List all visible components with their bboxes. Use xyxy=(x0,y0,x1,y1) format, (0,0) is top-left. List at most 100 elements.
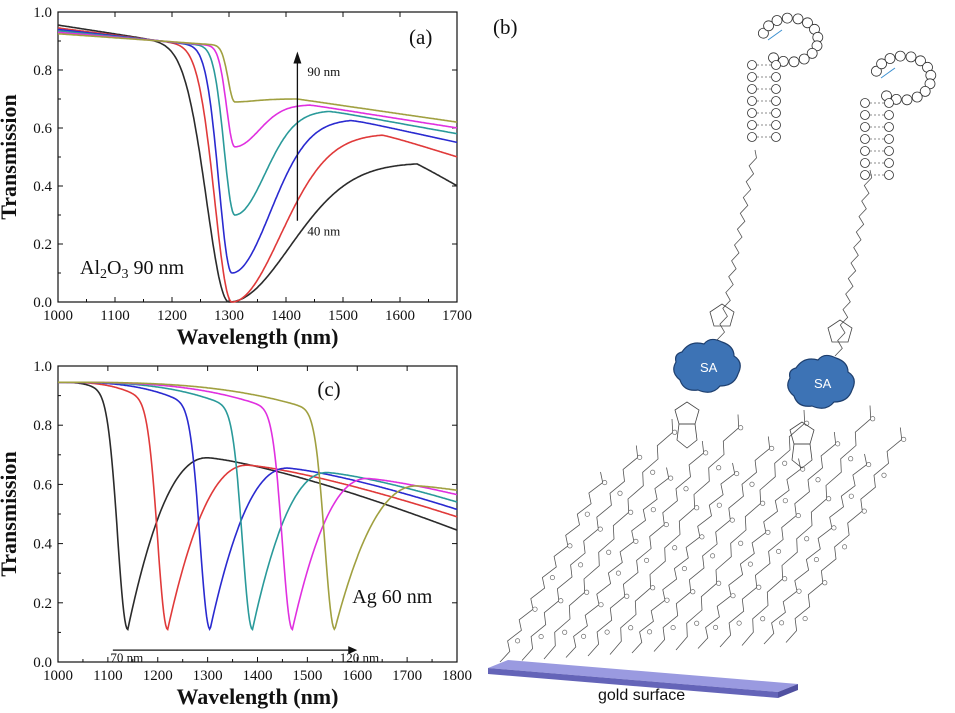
linker-chain xyxy=(716,149,757,341)
peg-chain xyxy=(499,471,604,663)
chart-a-series-1-line xyxy=(57,24,458,303)
chart-c-panel-label: (c) xyxy=(317,377,340,401)
oxygen-atom xyxy=(644,557,650,563)
oxygen-atom xyxy=(647,629,653,635)
aptamer-linkers xyxy=(709,149,873,357)
oxygen-atom xyxy=(831,525,837,531)
oxygen-atom xyxy=(699,534,705,540)
oxygen-atom xyxy=(538,634,544,640)
oxygen-atom xyxy=(578,562,584,568)
nucleotide xyxy=(860,98,870,108)
tertiary-bond xyxy=(880,67,896,79)
nucleotide xyxy=(860,134,870,144)
nucleotide xyxy=(747,72,757,82)
nucleotide xyxy=(763,20,774,32)
oxygen-atom xyxy=(584,589,590,595)
oxygen-atom xyxy=(668,475,674,481)
oxygen-atom xyxy=(749,481,755,487)
a-y-tick-label: 0.6 xyxy=(33,121,52,137)
oxygen-atom xyxy=(617,490,623,496)
peg-chain xyxy=(565,467,670,658)
streptavidin-right: SA xyxy=(787,354,855,409)
nucleotide xyxy=(771,96,781,106)
nucleotide xyxy=(871,65,882,77)
a-x-tick-label: 1000 xyxy=(43,308,73,324)
chart-a-material-label: Al2O3 90 nm xyxy=(80,257,184,282)
peg-chain xyxy=(653,436,771,652)
biotin-ring-upper xyxy=(827,319,853,343)
c-y-tick-label: 0.4 xyxy=(33,537,52,553)
nucleotide xyxy=(798,53,810,65)
gold-surface-side xyxy=(778,684,798,698)
a-y-tick-label: 0.8 xyxy=(33,63,52,79)
oxygen-atom xyxy=(681,566,687,572)
nucleotide xyxy=(792,13,804,25)
a-x-tick-label: 1100 xyxy=(100,308,129,324)
oxygen-atom xyxy=(694,620,700,626)
oxygen-atom xyxy=(515,638,521,644)
nucleotide xyxy=(860,110,870,120)
oxygen-atom xyxy=(628,625,634,631)
peg-chain xyxy=(543,418,674,660)
oxygen-atom xyxy=(716,502,722,508)
oxygen-atom xyxy=(901,436,907,442)
nucleotide xyxy=(771,108,781,118)
oxygen-atom xyxy=(650,585,656,591)
oxygen-atom xyxy=(650,469,656,475)
nucleotide xyxy=(788,56,800,68)
peg-chain xyxy=(587,440,705,657)
chart-c-arrow-head xyxy=(348,646,358,655)
oxygen-atom xyxy=(558,598,564,604)
nucleotide xyxy=(747,108,757,118)
oxygen-atom xyxy=(796,588,802,594)
oxygen-atom xyxy=(672,429,678,435)
nucleotide xyxy=(901,94,913,106)
nucleotide xyxy=(802,17,813,29)
gold-surface-label: gold surface xyxy=(598,687,685,704)
oxygen-atom xyxy=(729,517,735,523)
chart-c-x-axis-label: Wavelength (nm) xyxy=(177,684,339,709)
chart-c-y-axis-label: Transmission xyxy=(0,451,21,577)
peg-chain xyxy=(785,427,903,643)
chart-c-arrow-left-label: 70 nm xyxy=(110,650,143,665)
oxygen-atom xyxy=(760,500,766,506)
a-x-tick-label: 1400 xyxy=(271,308,301,324)
nucleotide xyxy=(771,15,783,26)
oxygen-atom xyxy=(628,509,634,515)
nucleotide xyxy=(860,146,870,156)
thiophane-ring xyxy=(676,423,698,449)
oxygen-atom xyxy=(581,633,587,639)
chart-a-panel-label: (a) xyxy=(409,25,432,49)
oxygen-atom xyxy=(804,536,810,542)
oxygen-atom xyxy=(532,606,538,612)
nucleotide xyxy=(884,146,894,156)
chart-c-arrow-right-label: 120 nm xyxy=(340,650,379,665)
oxygen-atom xyxy=(604,629,610,635)
nucleotide xyxy=(747,84,757,94)
nucleotide xyxy=(884,170,894,180)
a-y-tick-label: 1.0 xyxy=(33,5,52,21)
oxygen-atom xyxy=(826,496,832,502)
oxygen-atom xyxy=(779,620,785,626)
linker-chain xyxy=(834,169,873,357)
oxygen-atom xyxy=(848,456,854,462)
chart-c-series-6-line xyxy=(58,381,458,631)
oxygen-atom xyxy=(615,570,621,576)
chart-a-arrow-top-label: 90 nm xyxy=(307,64,340,79)
peg-chain xyxy=(697,458,802,649)
chart-a-arrow-bottom-label: 40 nm xyxy=(307,223,340,238)
oxygen-atom xyxy=(866,462,872,468)
oxygen-atom xyxy=(606,549,612,555)
gold-surface-front xyxy=(488,668,778,698)
oxygen-atom xyxy=(602,480,608,486)
thiophane-ring xyxy=(791,443,813,469)
c-y-tick-label: 0.8 xyxy=(33,418,52,434)
oxygen-atom xyxy=(760,616,766,622)
c-x-tick-label: 1300 xyxy=(193,668,223,684)
peg-chain xyxy=(675,409,806,651)
nucleotide xyxy=(811,40,823,52)
biotin-ring xyxy=(674,401,700,425)
oxygen-atom xyxy=(730,593,736,599)
oxygen-atom xyxy=(710,553,716,559)
oxygen-atom xyxy=(637,454,643,460)
